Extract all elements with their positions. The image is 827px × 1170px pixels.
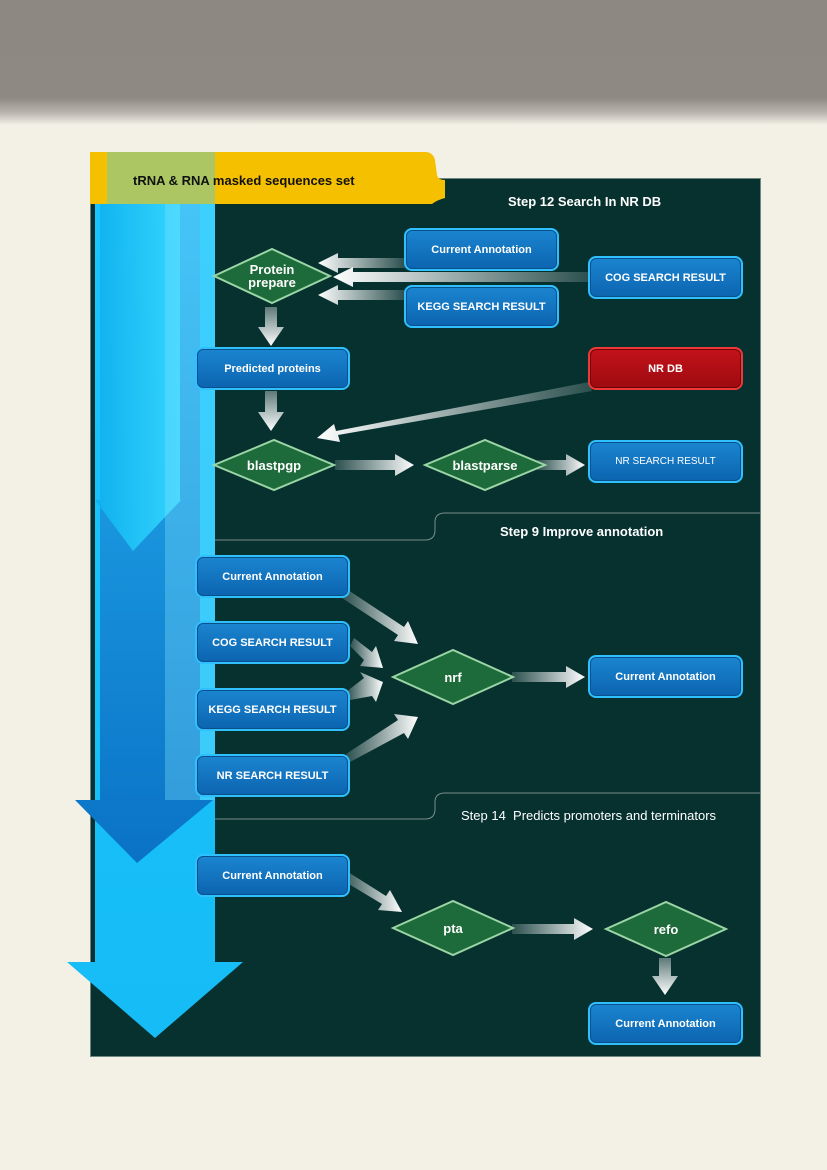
arrow-kegg-to-nrf bbox=[346, 672, 383, 702]
banner-overlay bbox=[107, 152, 215, 204]
nrf-label: nrf bbox=[444, 669, 462, 685]
cog-search-result-box: COG SEARCH RESULT bbox=[588, 256, 743, 299]
diamond-blastpgp bbox=[211, 438, 337, 492]
diamond-protein-prepare bbox=[211, 247, 333, 305]
diamond-pta bbox=[390, 899, 516, 957]
diamond-refo bbox=[603, 900, 729, 958]
current-annotation-box: Current Annotation bbox=[195, 854, 350, 897]
blastparse-label: blastparse bbox=[452, 457, 518, 473]
step-12-heading: Step 12 Search In NR DB bbox=[508, 194, 662, 209]
arrow-blastpgp-to-blastparse bbox=[335, 454, 414, 476]
predicted-proteins-box: Predicted proteins bbox=[195, 347, 350, 390]
header-band bbox=[0, 0, 827, 125]
arrow-nrf-to-ca bbox=[512, 666, 585, 688]
kegg-search-result-box: KEGG SEARCH RESULT bbox=[195, 688, 350, 731]
current-annotation-box: Current Annotation bbox=[404, 228, 559, 271]
current-annotation-box: Current Annotation bbox=[588, 1002, 743, 1045]
protein-prepare-label: Protein prepare bbox=[222, 262, 322, 290]
nr-db-box: NR DB bbox=[588, 347, 743, 390]
refo-label: refo bbox=[653, 921, 679, 937]
arrow-nrdb-to-blastpgp bbox=[317, 382, 592, 442]
arrow-cog-to-nrf bbox=[350, 638, 383, 668]
diamond-nrf bbox=[390, 648, 516, 706]
current-annotation-box: Current Annotation bbox=[588, 655, 743, 698]
nr-search-result-box: NR SEARCH RESULT bbox=[195, 754, 350, 797]
protein-prepare-line-1: Protein bbox=[249, 262, 295, 277]
arrow-nrsearch-to-nrf bbox=[346, 714, 418, 762]
current-annotation-box: Current Annotation bbox=[195, 555, 350, 598]
pta-label: pta bbox=[443, 920, 463, 936]
banner-title: tRNA & RNA masked sequences set bbox=[133, 173, 355, 188]
kegg-search-result-box: KEGG SEARCH RESULT bbox=[404, 285, 559, 328]
arrow-cog-to-protein bbox=[333, 267, 590, 287]
nr-search-result-box: NR SEARCH RESULT bbox=[588, 440, 743, 483]
arrow-kegg-to-protein bbox=[318, 285, 405, 305]
arrow-ca-to-nrf bbox=[342, 590, 418, 644]
separator-step14 bbox=[215, 792, 761, 820]
diamond-blastparse bbox=[422, 438, 548, 492]
arrow-ca-to-protein bbox=[318, 253, 405, 273]
arrow-ca-to-pta bbox=[342, 872, 402, 912]
step-9-heading: Step 9 Improve annotation bbox=[500, 524, 664, 539]
arrow-protein-to-predicted bbox=[258, 307, 284, 346]
blastpgp-label: blastpgp bbox=[246, 457, 302, 473]
arrow-blastparse-to-nrsearch bbox=[537, 454, 585, 476]
flow-arrow-small bbox=[95, 200, 181, 551]
protein-prepare-line-2: prepare bbox=[248, 275, 296, 290]
step-14-heading: Step 14 Predicts promoters and terminato… bbox=[461, 808, 717, 823]
arrow-refo-to-ca bbox=[652, 958, 678, 995]
arrow-predicted-to-blastpgp bbox=[258, 391, 284, 431]
separator-step9 bbox=[215, 512, 761, 541]
cog-search-result-box: COG SEARCH RESULT bbox=[195, 621, 350, 664]
arrow-pta-to-refo bbox=[512, 918, 593, 940]
